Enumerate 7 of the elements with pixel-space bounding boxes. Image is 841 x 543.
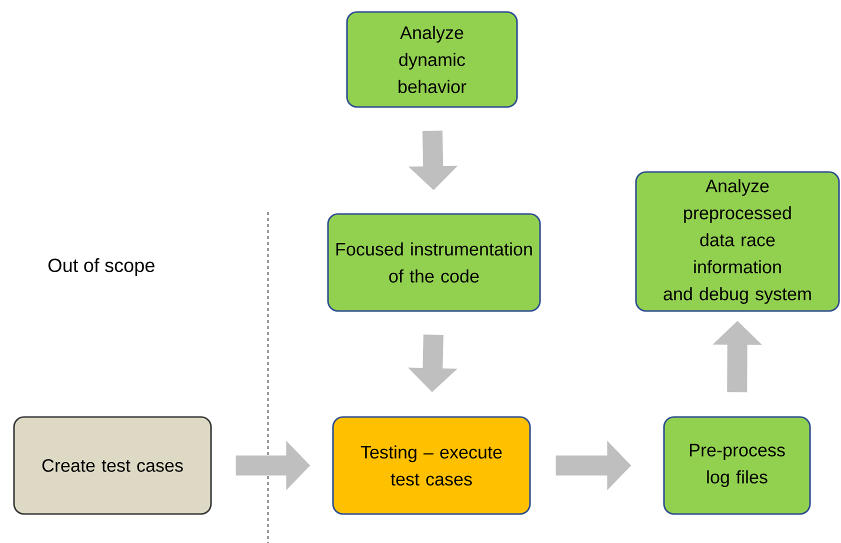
process-box: Analyze preprocessed data race information and debug system xyxy=(635,171,840,312)
process-box: Create test cases xyxy=(13,416,212,515)
process-box: Pre-process log files xyxy=(663,416,811,515)
process-box: Analyze dynamic behavior xyxy=(346,11,518,108)
process-box: Testing – execute test cases xyxy=(332,416,531,515)
scope-label: Out of scope xyxy=(48,258,154,276)
process-box: Focused instrumentation of the code xyxy=(327,213,541,312)
